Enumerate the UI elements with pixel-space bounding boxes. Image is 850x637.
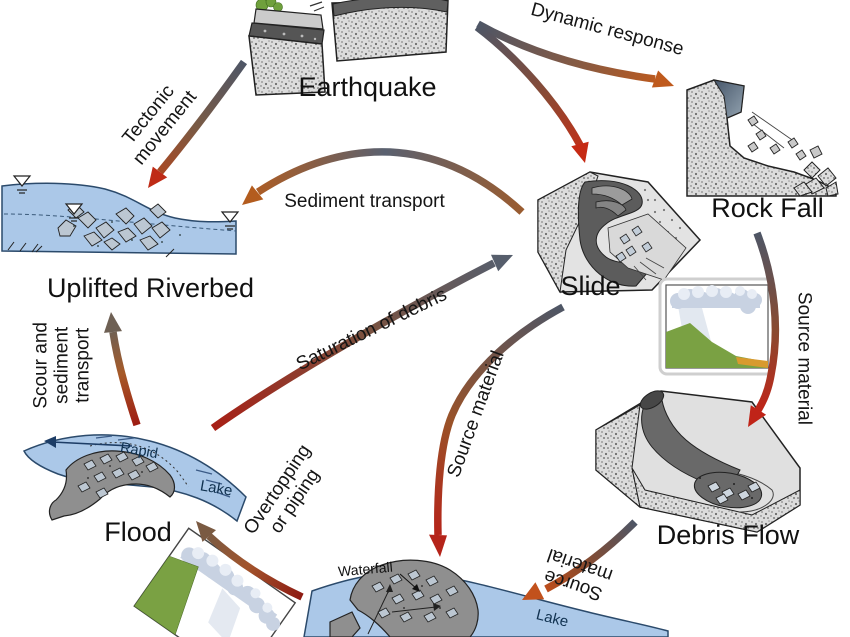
arrow-tectonic-movement [157, 59, 248, 175]
arrowhead-source-material-slide [429, 534, 447, 557]
water-level-markers [12, 175, 240, 230]
surface-dots [634, 188, 682, 240]
arrowhead-scour [104, 312, 122, 333]
earthquake-illustration [248, 0, 449, 96]
talus-blocks [793, 161, 839, 197]
debris-flow-label: Debris Flow [656, 520, 800, 550]
arrowhead-overtopping [196, 521, 216, 542]
arrow-scour [109, 331, 141, 427]
debris-flow-illustration [595, 390, 801, 533]
arrowhead-source-material-debrisflow [522, 582, 545, 600]
scour-sediment-transport-label: Scour and sediment transport [30, 322, 94, 409]
earthquake-label: Earthquake [298, 72, 437, 102]
arrow-sediment-transport [255, 148, 525, 215]
slide-illustration [537, 171, 702, 294]
arrowhead-saturation-of-debris [491, 254, 513, 272]
rainfall-image-tilted [133, 527, 297, 637]
rock-fall-illustration [686, 79, 839, 197]
arrow-dynamic-response-rockfall [476, 20, 656, 83]
landslide-dam-illustration [303, 559, 669, 637]
arrowhead-source-material-rockfall [748, 405, 767, 427]
arrow-overtopping [206, 533, 304, 601]
source-material-rockfall-label: Source material [793, 291, 815, 425]
rock-fall-label: Rock Fall [711, 193, 824, 223]
sediment-transport-label: Sediment transport [284, 191, 445, 212]
arrow-source-material-rockfall [753, 231, 780, 414]
falling-rocks [747, 115, 823, 161]
arrowhead-dynamic-response-rockfall [651, 70, 674, 88]
uplifted-riverbed-label: Uplifted Riverbed [46, 273, 255, 303]
slide-label: Slide [560, 271, 621, 301]
arrow-source-material-slide [434, 303, 565, 536]
flood-illustration [22, 434, 247, 523]
arrow-saturation-of-debris [210, 259, 496, 432]
rainfall-image [658, 277, 776, 376]
uplifted-riverbed-illustration [1, 175, 240, 258]
arrows [104, 20, 780, 601]
arrowhead-dynamic-response-slide [571, 141, 589, 163]
arrow-dynamic-response-slide [474, 24, 584, 147]
arrowhead-sediment-transport [242, 185, 264, 205]
arrow-source-material-debrisflow [544, 519, 638, 593]
flood-label: Flood [104, 517, 172, 547]
arrowhead-tectonic-movement [148, 166, 168, 188]
